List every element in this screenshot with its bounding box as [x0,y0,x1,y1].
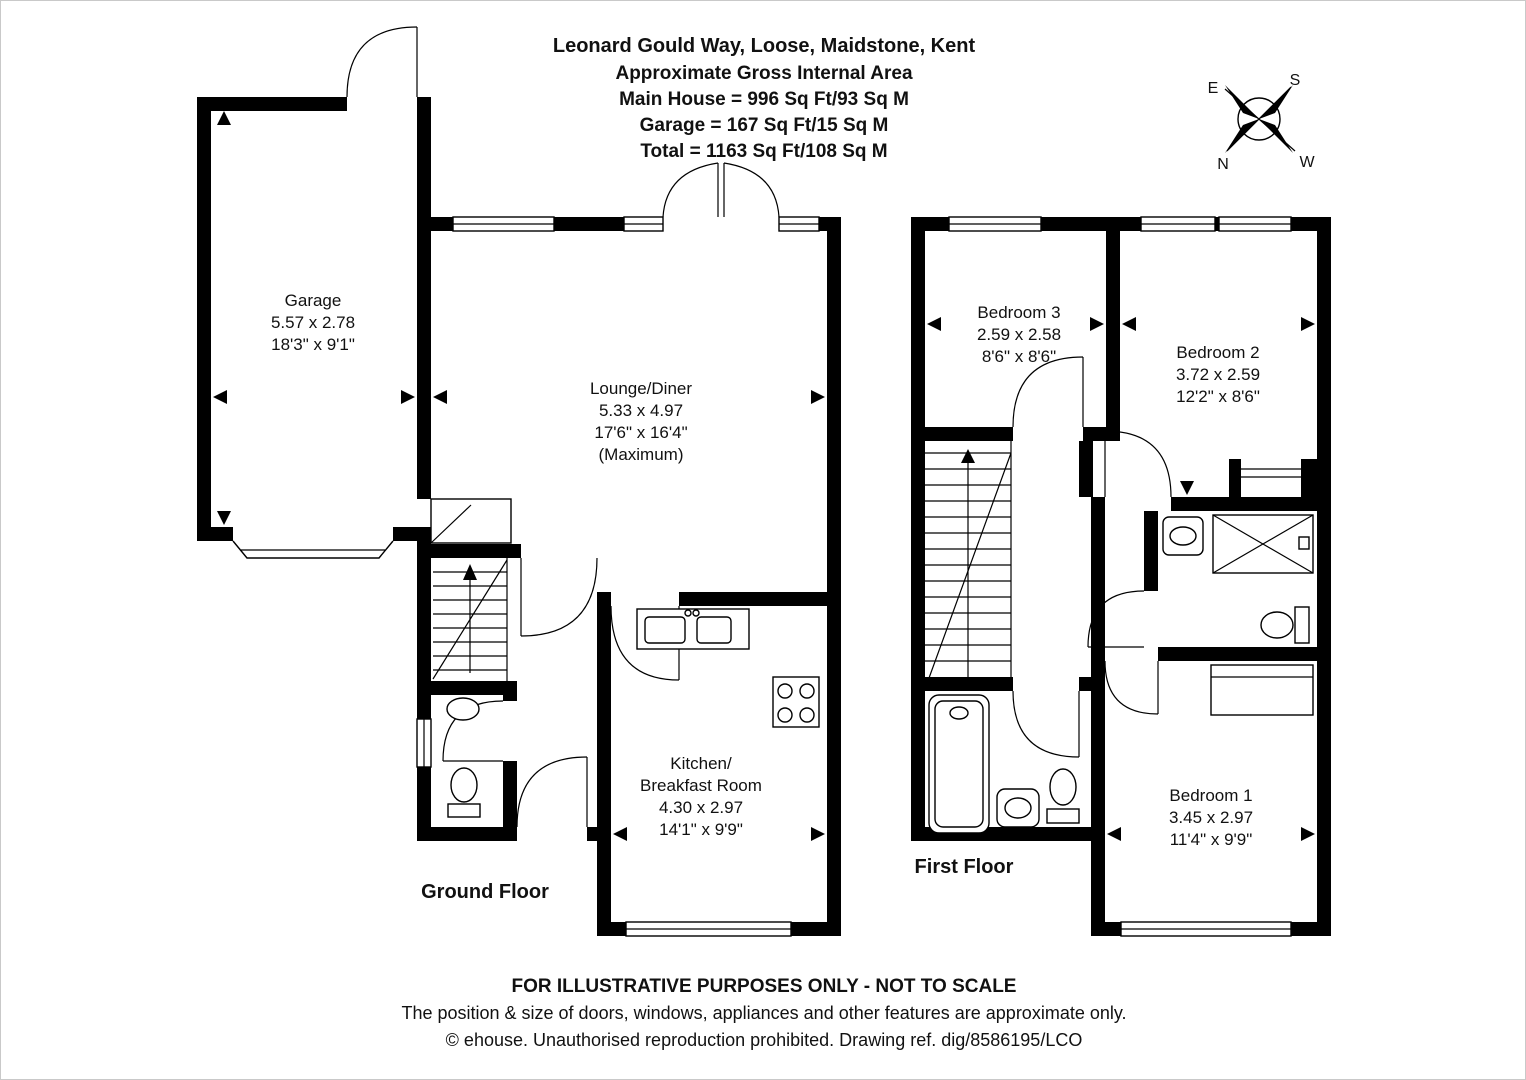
hall-door-arc [520,557,598,637]
lounge-metric: 5.33 x 4.97 [599,401,683,420]
dimension-arrows-ground [213,111,825,841]
bedroom2-metric: 3.72 x 2.59 [1176,365,1260,384]
subtitle: Approximate Gross Internal Area [615,63,912,84]
garage-imperial: 18'3" x 9'1" [271,335,355,354]
kitchen-name-1: Kitchen/ [670,754,732,773]
ground-floor-doors [232,26,780,828]
compass-east-label: E [1208,80,1219,97]
stairs-ground [432,558,508,681]
lounge-note: (Maximum) [599,445,684,464]
second-bathroom-fixtures [928,694,1080,834]
copyright-line: © ehouse. Unauthorised reproduction proh… [446,1030,1083,1050]
bedroom1-wardrobe [1210,664,1314,716]
lounge-imperial: 17'6" x 16'4" [594,423,687,442]
second-bathroom-toilet-bowl [1049,768,1077,806]
second-bathroom-basin [996,788,1040,828]
cupboards [1210,459,1317,716]
disclaimer-line-1: FOR ILLUSTRATIVE PURPOSES ONLY - NOT TO … [512,976,1017,997]
stairs-up-arrow [463,564,477,580]
garage-rear-door-arc [346,26,418,98]
wc-toilet-bowl [450,767,478,803]
stairs-first [924,441,1012,691]
main-house-area: Main House = 996 Sq Ft/93 Sq M [619,89,909,110]
first-floor-title: First Floor [915,856,1014,878]
kitchen-sink-bowl-2 [696,616,732,644]
ground-floor-walls [197,97,841,936]
kitchen-fixtures [636,608,820,728]
bathroom-toilet-cistern [1294,606,1310,644]
stairs-up-arrow-first [961,449,975,463]
wc-first-door-arc [1012,690,1080,758]
bedroom2-name: Bedroom 2 [1176,343,1259,362]
front-door-arc [516,756,588,828]
wc-basin [446,697,480,721]
compass-south-label: S [1290,72,1301,89]
kitchen-metric: 4.30 x 2.97 [659,798,743,817]
bedroom3-name: Bedroom 3 [977,303,1060,322]
address-title: Leonard Gould Way, Loose, Maidstone, Ken… [553,35,976,57]
bathroom-basin [1162,516,1204,556]
bedroom1-imperial: 11'4" x 9'9" [1170,830,1253,849]
bathroom-fixtures [1162,514,1314,644]
bedroom3-metric: 2.59 x 2.58 [977,325,1061,344]
dimension-arrows-first [927,317,1315,841]
bathroom-door-arc [1087,590,1145,648]
garage-metric: 5.57 x 2.78 [271,313,355,332]
compass-rose: E S N W [1208,72,1316,173]
kitchen-sink-bowl-1 [644,616,686,644]
disclaimer-line-2: The position & size of doors, windows, a… [401,1003,1126,1023]
wc-toilet-cistern [447,803,481,818]
kitchen-name-2: Breakfast Room [640,776,762,795]
bedroom2-imperial: 12'2" x 8'6" [1176,387,1260,406]
garage-door [232,540,394,559]
wc-fixtures [446,697,481,818]
bathtub [928,694,990,834]
total-area: Total = 1163 Sq Ft/108 Sq M [640,141,887,162]
header: Leonard Gould Way, Loose, Maidstone, Ken… [553,35,976,162]
footer: FOR ILLUSTRATIVE PURPOSES ONLY - NOT TO … [401,976,1126,1050]
bedroom1-metric: 3.45 x 2.97 [1169,808,1253,827]
ground-floor-windows [416,216,820,937]
ground-floor-plan: Garage 5.57 x 2.78 18'3" x 9'1" Lounge/D… [197,26,841,937]
garage-internal-door [430,498,512,544]
first-floor-windows [948,216,1292,937]
bedroom1-name: Bedroom 1 [1169,786,1252,805]
garage-name: Garage [285,291,342,310]
bedroom1-door-arc [1104,660,1159,715]
compass-circle [1237,97,1281,141]
first-floor-labels: Bedroom 3 2.59 x 2.58 8'6" x 8'6" Bedroo… [915,303,1261,878]
bedroom3-imperial: 8'6" x 8'6" [982,347,1056,366]
french-doors [662,162,780,218]
kitchen-imperial: 14'1" x 9'9" [659,820,743,839]
second-bathroom-toilet-cistern [1046,808,1080,824]
first-floor-plan: Bedroom 3 2.59 x 2.58 8'6" x 8'6" Bedroo… [911,216,1331,937]
garage-area: Garage = 167 Sq Ft/15 Sq M [640,115,889,136]
ground-floor-labels: Garage 5.57 x 2.78 18'3" x 9'1" Lounge/D… [271,291,762,903]
lounge-name: Lounge/Diner [590,379,692,398]
ground-floor-title: Ground Floor [421,881,549,903]
compass-north-label: N [1217,156,1229,173]
compass-west-label: W [1299,154,1315,171]
bedroom3-door-arc [1012,356,1084,428]
bathroom-toilet-bowl [1260,611,1294,639]
bedroom2-door-arc [1104,430,1172,498]
kitchen-door-arc [610,605,680,681]
first-floor-doors [1012,356,1172,758]
